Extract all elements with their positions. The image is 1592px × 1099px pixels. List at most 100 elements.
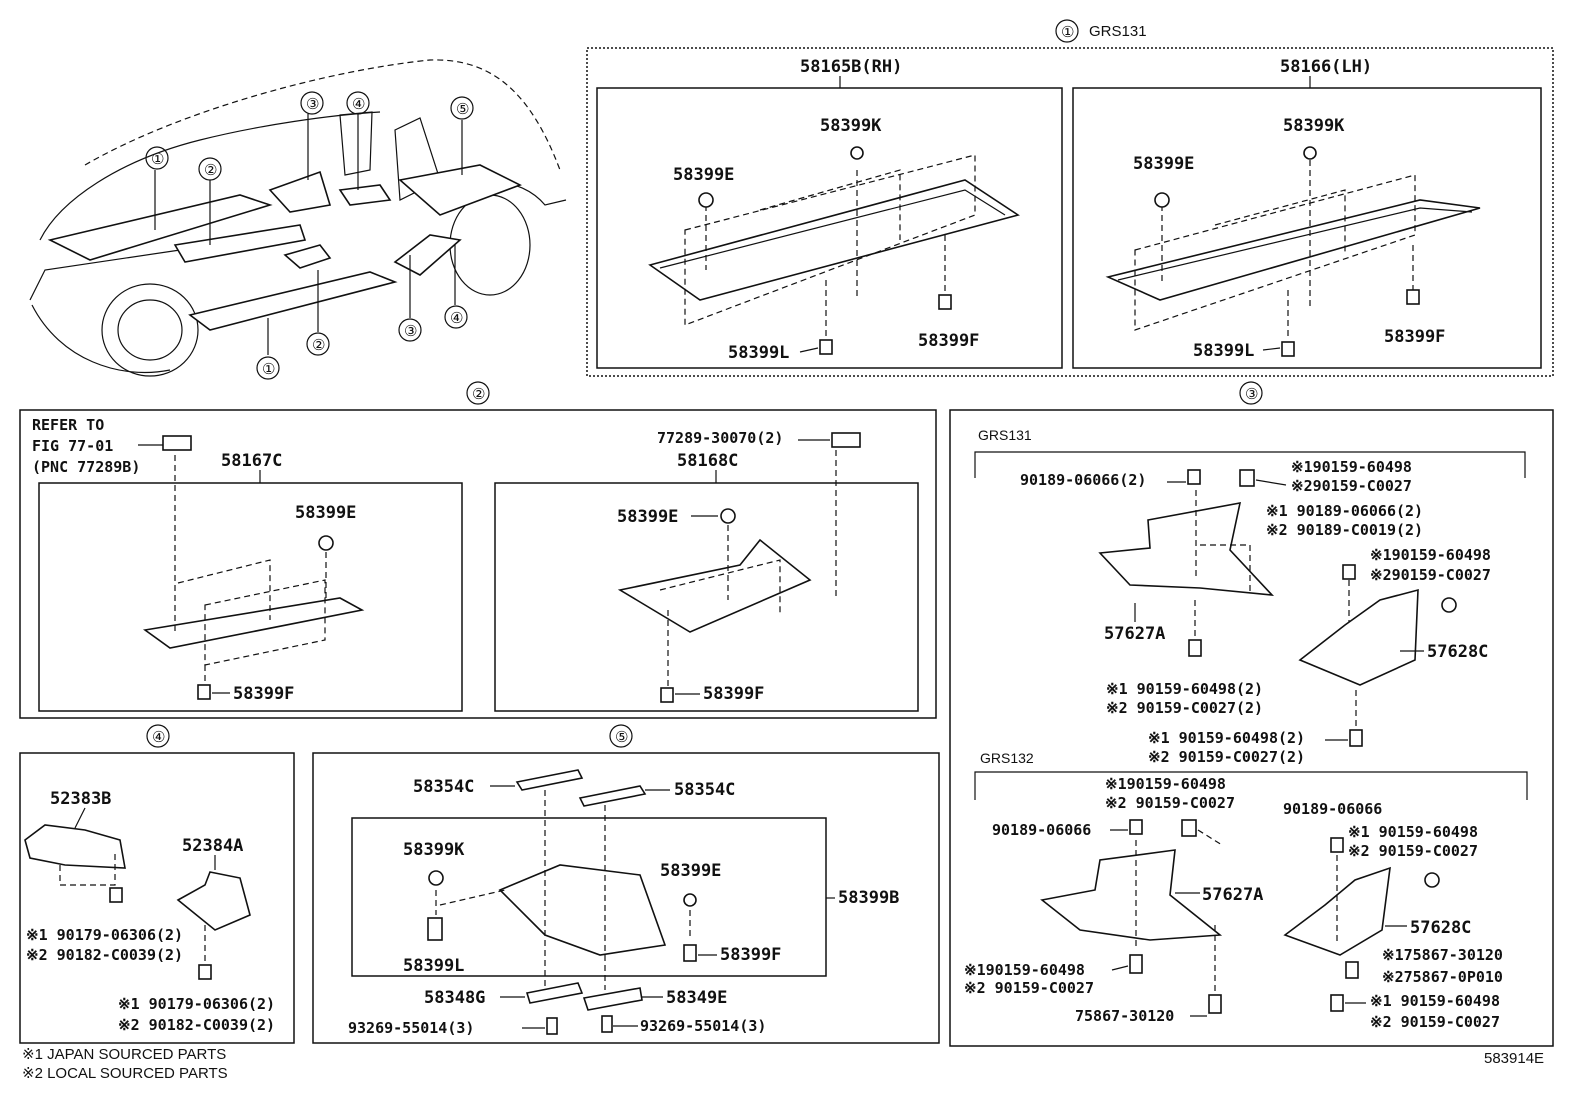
grs132-clip-a2: ※2 90159-C0027: [1105, 794, 1235, 812]
callout-2b: ②: [312, 337, 325, 354]
lh-side-cover: [1105, 199, 1481, 301]
lh-58399e: 58399E: [1133, 154, 1194, 174]
refer-line-1: REFER TO: [32, 416, 104, 434]
58168c-cover: [617, 538, 812, 633]
left-58399f: 58399F: [233, 684, 294, 704]
callout-4: ④: [352, 96, 365, 113]
52384a-label: 52384A: [182, 836, 243, 856]
lh-58399l: 58399L: [1193, 341, 1254, 361]
section-4: ④ 52383B ※1 90179-06306(2) ※2 90182-C003…: [19, 724, 295, 1044]
grs131-clip-a2: ※290159-C0027: [1291, 477, 1412, 495]
grs131-clip-a1: ※190159-60498: [1291, 458, 1412, 476]
grs131-clip-c1: ※190159-60498: [1370, 546, 1491, 564]
52384a-part: [176, 871, 251, 931]
lh-cover-title: 58166(LH): [1280, 57, 1372, 77]
grs131-clip-d1: ※1 90159-60498(2): [1106, 680, 1263, 698]
93269-right: 93269-55014(3): [640, 1017, 766, 1035]
diagram-id: 583914E: [1484, 1050, 1544, 1067]
57628c-grs132: [1283, 866, 1391, 956]
grs132-clip-b2: ※2 90159-C0027: [1348, 842, 1478, 860]
section-3: ③ GRS131 90189-06066(2) ※190159-60498 ※2…: [949, 381, 1554, 1047]
grs131-bolt-a: 90189-06066(2): [1020, 471, 1146, 489]
52383b-bolt-1: ※1 90179-06306(2): [26, 926, 183, 944]
lh-58399k: 58399K: [1283, 116, 1345, 136]
grs131-clip-b2: ※2 90189-C0019(2): [1266, 521, 1423, 539]
grs131-57627a: 57627A: [1104, 624, 1165, 644]
callout-3: ③: [306, 96, 319, 113]
58348g-label: 58348G: [424, 988, 485, 1008]
callout-2: ②: [204, 162, 217, 179]
section-1-tag: ①: [1061, 24, 1074, 41]
rh-58399f: 58399F: [918, 331, 979, 351]
refer-line-3: (PNC 77289B): [32, 458, 140, 476]
grs131-clip-c2: ※290159-C0027: [1370, 566, 1491, 584]
52383b-part: [24, 824, 126, 869]
58399b-label: 58399B: [838, 888, 899, 908]
57628c-grs131: [1298, 588, 1419, 686]
refer-line-2: FIG 77-01: [32, 437, 113, 455]
58354c-right: 58354C: [674, 780, 735, 800]
callout-3b: ③: [404, 323, 417, 340]
left-58399e: 58399E: [295, 503, 356, 523]
52383b-label: 52383B: [50, 789, 111, 809]
58167c-cover: [142, 597, 365, 649]
rh-58399l: 58399L: [728, 343, 789, 363]
section-1: ① GRS131 58165B(RH) 58166(LH) 58399K 583…: [586, 19, 1554, 377]
section-4-tag: ④: [152, 729, 165, 746]
callout-circles: ① ② ③ ④ ⑤ ③ ④ ① ②: [145, 91, 474, 380]
s5-58399e: 58399E: [660, 861, 721, 881]
grs132-bolt-a: 90189-06066: [992, 821, 1091, 839]
section-5: ⑤ 58354C 58354C 58399B 58399K 58399E 583…: [312, 724, 940, 1044]
52384a-bolt-2: ※2 90182-C0039(2): [118, 1016, 275, 1034]
s5-58399k: 58399K: [403, 840, 465, 860]
grs132-clip-c2: ※275867-0P010: [1382, 968, 1503, 986]
note-local: ※2 LOCAL SOURCED PARTS: [22, 1065, 228, 1082]
rh-side-cover: [648, 179, 1020, 301]
52384a-bolt-1: ※1 90179-06306(2): [118, 995, 275, 1013]
grs131-clip-b1: ※1 90189-06066(2): [1266, 502, 1423, 520]
right-clip-label: 77289-30070(2): [657, 429, 783, 447]
grs131-clip-e2: ※2 90159-C0027(2): [1148, 748, 1305, 766]
57627a-grs132: [1040, 849, 1223, 941]
callout-1: ①: [151, 151, 164, 168]
s5-58399l: 58399L: [403, 956, 464, 976]
car-overview: ① ② ③ ④ ⑤ ③ ④ ① ②: [29, 59, 567, 380]
57627a-grs131: [1098, 501, 1275, 597]
grs131-57628c: 57628C: [1427, 642, 1488, 662]
section-1-model: GRS131: [1089, 23, 1147, 40]
58168c-title: 58168C: [677, 451, 738, 471]
note-japan: ※1 JAPAN SOURCED PARTS: [22, 1046, 226, 1063]
grs132-clip-e1: ※1 90159-60498: [1370, 992, 1500, 1010]
grs131-clip-d2: ※2 90159-C0027(2): [1106, 699, 1263, 717]
grs132-57628c: 57628C: [1410, 918, 1471, 938]
grs132-clip-d2: ※2 90159-C0027: [964, 979, 1094, 997]
section-3-tag: ③: [1245, 386, 1258, 403]
58167c-title: 58167C: [221, 451, 282, 471]
section-2: ② REFER TO FIG 77-01 (PNC 77289B) 58167C…: [19, 381, 937, 719]
grs132-clip-e2: ※2 90159-C0027: [1370, 1013, 1500, 1031]
58399b-undercover: [498, 864, 667, 956]
grs132-clip-c1: ※175867-30120: [1382, 946, 1503, 964]
rh-58399k: 58399K: [820, 116, 882, 136]
52383b-bolt-2: ※2 90182-C0039(2): [26, 946, 183, 964]
rh-58399e: 58399E: [673, 165, 734, 185]
grs132-clip-d1: ※190159-60498: [964, 961, 1085, 979]
right-58399f: 58399F: [703, 684, 764, 704]
grs132-clip-b1: ※1 90159-60498: [1348, 823, 1478, 841]
rh-cover-title: 58165B(RH): [800, 57, 902, 77]
lh-58399f: 58399F: [1384, 327, 1445, 347]
grs132-clip-f: 75867-30120: [1075, 1007, 1174, 1025]
grs132-57627a: 57627A: [1202, 885, 1263, 905]
grs132-label: GRS132: [980, 750, 1034, 766]
grs132-clip-a1: ※190159-60498: [1105, 775, 1226, 793]
section-5-tag: ⑤: [615, 729, 628, 746]
58354c-left: 58354C: [413, 777, 474, 797]
s5-58399f: 58399F: [720, 945, 781, 965]
right-58399e: 58399E: [617, 507, 678, 527]
grs131-clip-e1: ※1 90159-60498(2): [1148, 729, 1305, 747]
callout-5: ⑤: [456, 101, 469, 118]
section-2-tag: ②: [472, 386, 485, 403]
callout-1b: ①: [262, 361, 275, 378]
